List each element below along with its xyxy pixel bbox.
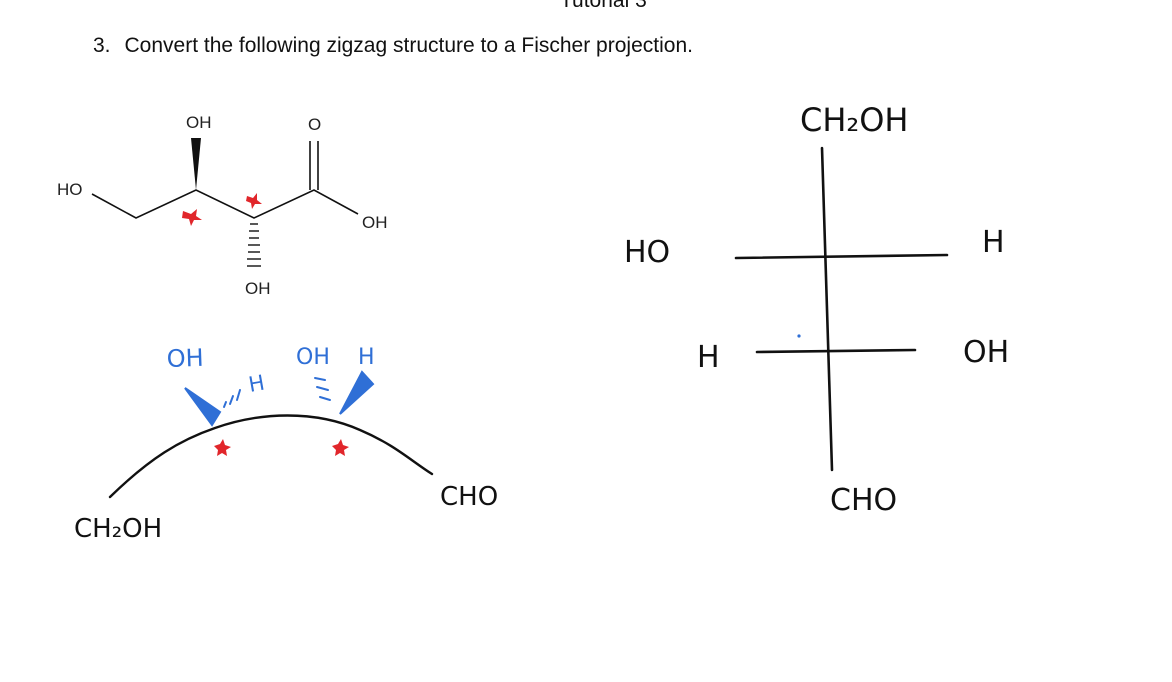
sketch-cho: CHO [440, 482, 498, 512]
red-star-icon [182, 209, 202, 226]
sketch-blue-wedge-left [184, 387, 222, 427]
red-star-icon [214, 439, 231, 456]
sketch-h-mid: H [247, 371, 267, 397]
fischer-row1-right: H [982, 225, 1005, 260]
zigzag-o-top: O [308, 115, 321, 134]
question-number: 3. [93, 34, 111, 57]
sketch-blue-wedge-right [339, 370, 375, 415]
fischer-bottom-label: CHO [830, 483, 897, 518]
fischer-horizontal-1 [734, 253, 949, 260]
fischer-row2-left: H [697, 340, 720, 375]
zigzag-backbone [91, 189, 359, 219]
question-line: 3. Convert the following zigzag structure… [93, 34, 693, 58]
fischer-top-label: CH₂OH [800, 101, 908, 139]
red-star-icon [332, 439, 349, 456]
hand-sketch: OH H OH H CHO CH₂OH [74, 344, 498, 544]
stray-dot [797, 334, 801, 338]
sketch-blue-hash-left [223, 389, 241, 408]
fischer-horizontal-2 [755, 348, 917, 354]
sketch-ch2oh: CH₂OH [74, 514, 162, 544]
red-star-marks-zigzag [182, 193, 262, 226]
sketch-blue-hash-right [314, 377, 331, 401]
hashed-bond [247, 223, 261, 267]
wedge-bond [191, 138, 201, 190]
fischer-row1-left: HO [624, 235, 670, 270]
question-text: Convert the following zigzag structure t… [124, 34, 693, 57]
zigzag-structure [91, 141, 359, 267]
sketch-h-right: H [358, 345, 375, 370]
zigzag-oh-bottom: OH [245, 279, 271, 298]
red-star-icon [246, 193, 262, 209]
zigzag-oh-top: OH [186, 113, 212, 132]
fischer-row2-right: OH [963, 335, 1009, 370]
sketch-oh-mid: OH [296, 345, 330, 370]
fischer-projection [734, 146, 949, 472]
zigzag-oh-right: OH [362, 213, 388, 232]
sketch-oh-left: OH [166, 344, 204, 373]
fischer-vertical [820, 146, 834, 472]
zigzag-ho-left: HO [57, 180, 83, 199]
sketch-arc [108, 414, 434, 499]
cut-off-header: Tutorial 3 [560, 0, 647, 12]
